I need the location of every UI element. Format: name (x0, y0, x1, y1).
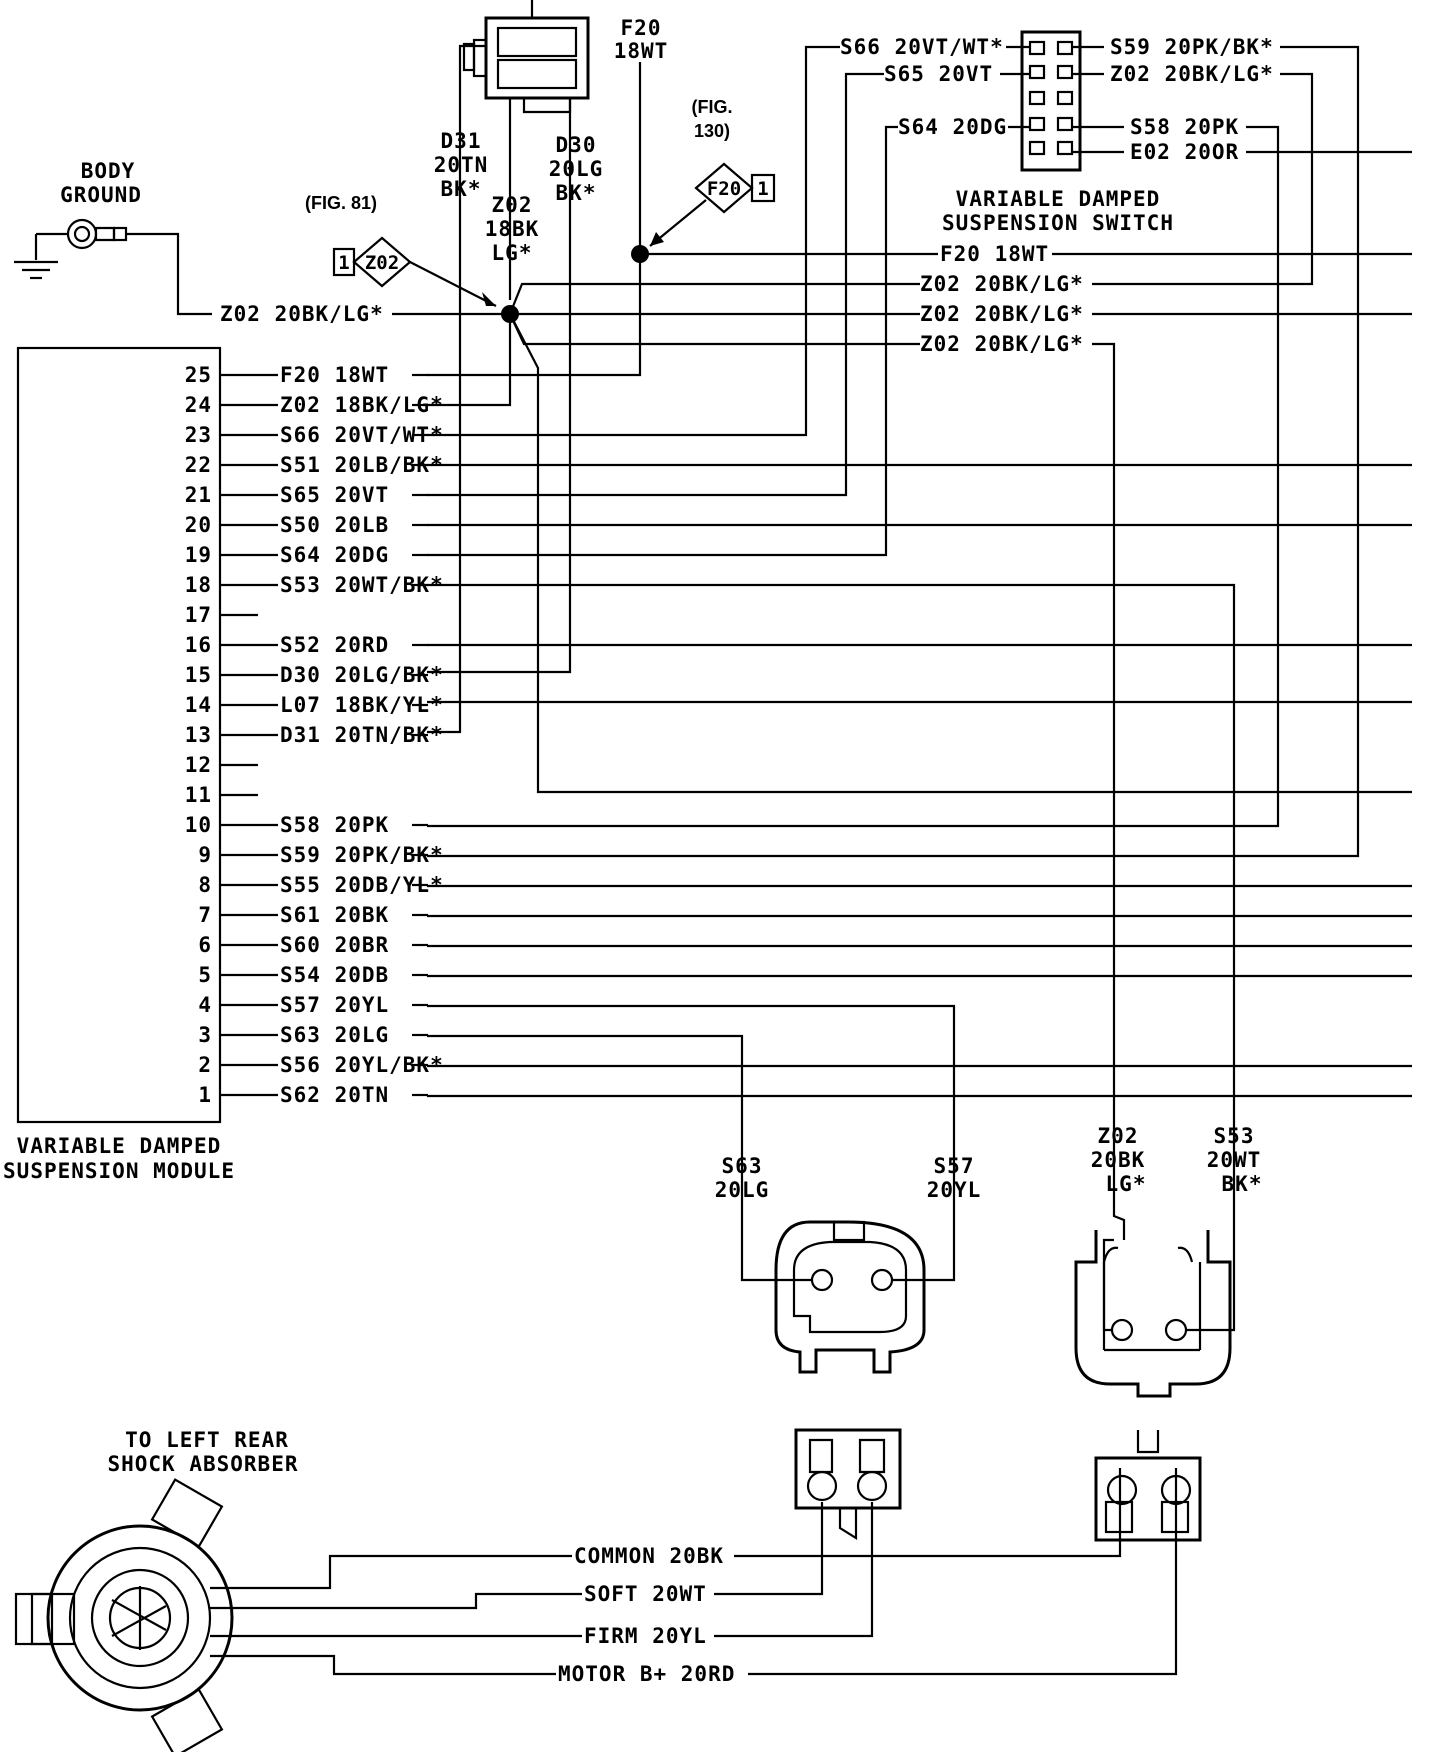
module-pin-number: 19 (185, 543, 212, 567)
module-pin-number: 8 (198, 873, 212, 897)
body-ground-label-2: GROUND (60, 183, 142, 207)
fig130-ref-2: 130) (694, 121, 730, 141)
module-pin-number: 11 (185, 783, 212, 807)
module-pin-wire-label: S58 20PK (280, 813, 389, 837)
shock-title-1: TO LEFT REAR (125, 1428, 289, 1452)
module-pin-wire-label: S52 20RD (280, 633, 389, 657)
switch-right-1: S59 20PK/BK* (1110, 35, 1274, 59)
conn-right-b-3: BK* (1222, 1172, 1263, 1196)
module-pin-wire-label: S62 20TN (280, 1083, 389, 1107)
shock-wire-common: COMMON 20BK (574, 1544, 724, 1568)
switch-right-2: Z02 20BK/LG* (1110, 62, 1274, 86)
motor-connector-left (794, 1428, 902, 1540)
module-pin-number: 3 (198, 1023, 212, 1047)
module-pin-wire-label: S50 20LB (280, 513, 389, 537)
module-pin-number: 25 (185, 363, 212, 387)
conn-right-a-2: 20BK (1091, 1148, 1146, 1172)
module-pin-wire-label: S54 20DB (280, 963, 389, 987)
fig81-ref: (FIG. 81) (305, 193, 377, 213)
mid-wire-z02-c: Z02 20BK/LG* (920, 332, 1084, 356)
module-pin-number: 10 (185, 813, 212, 837)
module-pin-number: 9 (198, 843, 212, 867)
d30-label-1: D30 (556, 133, 597, 157)
switch-right-4: E02 20OR (1130, 140, 1239, 164)
mid-wire-z02-b: Z02 20BK/LG* (920, 302, 1084, 326)
shock-title-2: SHOCK ABSORBER (107, 1452, 298, 1476)
fig81-code: Z02 (365, 252, 399, 274)
shock-wire-soft: SOFT 20WT (584, 1582, 707, 1606)
fig130-connector-ref (694, 162, 776, 214)
module-pin-number: 16 (185, 633, 212, 657)
body-ground-label-1: BODY (81, 159, 136, 183)
ground-wire-label: Z02 20BK/LG* (220, 302, 384, 326)
d30-label-3: BK* (556, 181, 597, 205)
suspension-switch (1020, 30, 1082, 172)
switch-left-1: S66 20VT/WT* (840, 35, 1004, 59)
module-pin-number: 15 (185, 663, 212, 687)
module-pin-number: 21 (185, 483, 212, 507)
module-pin-wire-label: S65 20VT (280, 483, 389, 507)
f20-top-2: 18WT (614, 39, 669, 63)
module-pin-number: 24 (185, 393, 212, 417)
shock-connector-left (774, 1220, 926, 1374)
module-pin-number: 7 (198, 903, 212, 927)
ground-icon (14, 218, 128, 280)
shock-wire-motor: MOTOR B+ 20RD (558, 1662, 735, 1686)
module-pin-number: 14 (185, 693, 212, 717)
module-pin-number: 5 (198, 963, 212, 987)
module-pin-number: 12 (185, 753, 212, 777)
module-pin-number: 2 (198, 1053, 212, 1077)
module-pin-number: 20 (185, 513, 212, 537)
z02-top-3: LG* (492, 241, 533, 265)
conn-right-a-1: Z02 (1098, 1124, 1139, 1148)
top-harness-connector (462, 0, 590, 114)
module-pin-wire-label: S61 20BK (280, 903, 389, 927)
module-pin-wire-label: S63 20LG (280, 1023, 389, 1047)
motor-connector-right (1094, 1430, 1202, 1542)
shock-connector-right (1074, 1230, 1232, 1398)
z02-top-2: 18BK (485, 217, 540, 241)
module-pin-number: 13 (185, 723, 212, 747)
module-pin-number: 1 (198, 1083, 212, 1107)
module-pin-number: 6 (198, 933, 212, 957)
fig130-code: F20 (707, 178, 741, 200)
fig130-ref-1: (FIG. (692, 97, 733, 117)
module-pin-wire-label: F20 18WT (280, 363, 389, 387)
f20-top-1: F20 (621, 16, 662, 40)
switch-title-2: SUSPENSION SWITCH (942, 211, 1174, 235)
mid-wire-f20: F20 18WT (940, 242, 1049, 266)
conn-right-b-1: S53 (1214, 1124, 1255, 1148)
module-pin-number: 23 (185, 423, 212, 447)
module-title-1: VARIABLE DAMPED (17, 1134, 222, 1158)
module-pin-number: 17 (185, 603, 212, 627)
fig81-num: 1 (338, 252, 349, 274)
module-pin-wire-label: S57 20YL (280, 993, 389, 1017)
switch-right-3: S58 20PK (1130, 115, 1239, 139)
fig130-num: 1 (757, 178, 768, 200)
shock-wire-firm: FIRM 20YL (584, 1624, 707, 1648)
mid-wire-z02-a: Z02 20BK/LG* (920, 272, 1084, 296)
module-pin-wire-label: S60 20BR (280, 933, 389, 957)
conn-right-a-3: LG* (1106, 1172, 1147, 1196)
module-pin-number: 4 (198, 993, 212, 1017)
shock-absorber-icon (14, 1478, 234, 1752)
module-pin-number: 22 (185, 453, 212, 477)
module-title-2: SUSPENSION MODULE (3, 1159, 235, 1183)
switch-left-3: S64 20DG (898, 115, 1007, 139)
d30-label-2: 20LG (549, 157, 604, 181)
switch-title-1: VARIABLE DAMPED (956, 187, 1161, 211)
switch-left-2: S65 20VT (884, 62, 993, 86)
z02-top-1: Z02 (492, 193, 533, 217)
module-pin-wire-label: S64 20DG (280, 543, 389, 567)
module-pin-number: 18 (185, 573, 212, 597)
